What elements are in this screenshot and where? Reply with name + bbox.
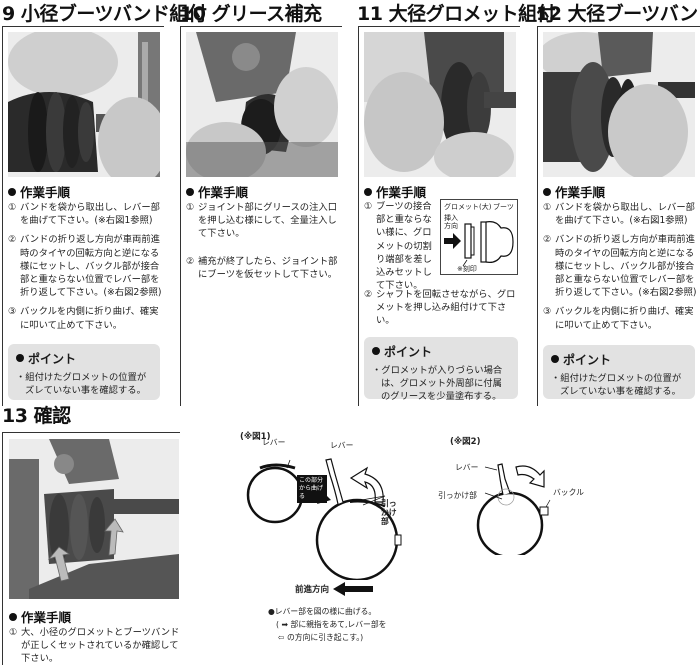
step-13-panel (2, 432, 180, 665)
figure-1-band-diagram (246, 458, 402, 580)
step-13-photo (9, 439, 179, 599)
bullet-icon (8, 188, 16, 196)
bullet-icon (16, 354, 24, 362)
point-text: ・組付けたグロメットの位置がズレていない事を確認する。 (551, 373, 682, 397)
bullet-icon (551, 355, 559, 363)
forward-direction-label: 前進方向 (295, 585, 330, 595)
lever-label: レバー (455, 463, 479, 472)
bullet-icon (372, 347, 380, 355)
step-13-title: 13 確認 (2, 405, 71, 427)
step-9-section-heading: 作業手順 (8, 182, 70, 201)
insert-direction-label: 挿入方向 (444, 214, 458, 230)
point-text: ・組付けたグロメットの位置がズレていない事を確認する。 (16, 372, 147, 396)
step-11-panel (358, 26, 520, 406)
figure-1-note-line-3: ⇦ の方向に引き起こす。) (278, 633, 364, 642)
hook-label: 引っかけ部 (438, 491, 477, 500)
step-12-title: 12 大径ブーツバンド組付 (536, 3, 700, 25)
hook-label: 引っかけ部 (381, 499, 397, 526)
bullet-icon (9, 613, 17, 621)
buckle-label: バックル (553, 488, 584, 497)
bullet-icon (364, 188, 372, 196)
step-9-title: 9 小径ブーツバンド組付 (2, 3, 207, 25)
step-10-title: 10 グリース補充 (180, 3, 322, 25)
step-13-section-heading: 作業手順 (9, 607, 71, 626)
bullet-icon (543, 188, 551, 196)
step-10-section-heading: 作業手順 (186, 182, 248, 201)
mark-label: ※刻印 (457, 265, 477, 273)
figure-1-note-line-2: ( ➡ 部に親指をあて,レバー部を (276, 620, 387, 629)
step-11-title: 11 大径グロメット組付 (357, 3, 556, 25)
step-9-point-box: ポイント ・組付けたグロメットの位置がズレていない事を確認する。 (8, 344, 160, 400)
forward-arrow-icon (333, 582, 373, 596)
step-11-section-heading: 作業手順 (364, 182, 426, 201)
grommet-insertion-diagram: グロメット(大) ブーツ 挿入方向 ※刻印 (440, 199, 518, 275)
step-10-photo (186, 32, 338, 177)
figure-1-note-line-1: ●レバー部を図の様に曲げる。 (268, 607, 377, 616)
figure-2-band-diagram (476, 463, 551, 555)
step-9-photo (8, 32, 160, 177)
point-text: ・グロメットが入りづらい場合は、グロメット外周部に付属のグリースを少量塗布する。 (372, 365, 503, 402)
step-9-panel (2, 26, 164, 406)
lever-label-large: レバー (330, 441, 354, 450)
step-11-point-box: ポイント ・グロメットが入りづらい場合は、グロメット外周部に付属のグリースを少量… (364, 337, 518, 402)
lever-label-small: レバー (262, 438, 286, 447)
step-12-photo (543, 32, 695, 177)
boot-label: ブーツ (493, 203, 514, 211)
bullet-icon (186, 188, 194, 196)
grommet-arrow-icon (444, 221, 514, 267)
step-10-panel (180, 26, 342, 406)
step-11-photo (364, 32, 516, 177)
grommet-label: グロメット(大) (444, 203, 492, 211)
step-title-text: 小径ブーツバンド組付 (20, 3, 207, 25)
step-number: 9 (2, 3, 15, 25)
figure-2-caption: (※図2) (450, 437, 481, 447)
step-12-panel (537, 26, 700, 406)
bend-here-label: この部分から曲げる (297, 475, 327, 503)
figure-1-caption: (※図1) (240, 432, 271, 442)
step-12-point-box: ポイント ・組付けたグロメットの位置がズレていない事を確認する。 (543, 345, 695, 399)
step-12-section-heading: 作業手順 (543, 182, 605, 201)
